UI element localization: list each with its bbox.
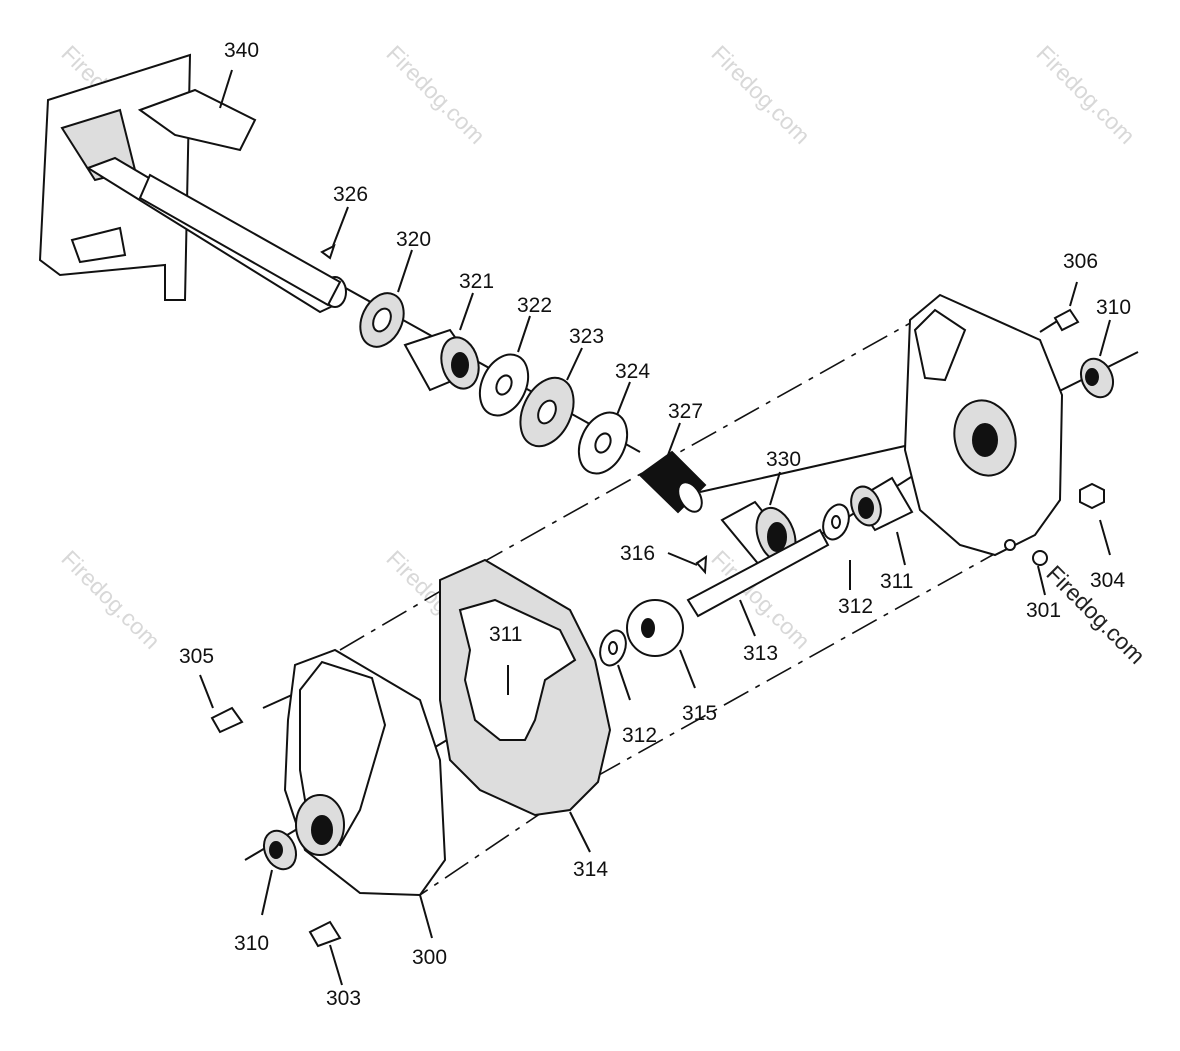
callout-316: 316 <box>620 542 655 565</box>
part-321-bushing <box>403 328 480 392</box>
part-327-worm <box>638 450 707 514</box>
part-320-washer <box>359 292 405 348</box>
callout-315: 315 <box>682 702 717 725</box>
watermark: Firedog.com <box>1031 40 1140 149</box>
callout-327: 327 <box>668 400 703 423</box>
callout-305: 305 <box>179 645 214 668</box>
callout-340: 340 <box>224 39 259 62</box>
part-340-auger <box>38 53 347 314</box>
callout-311: 311 <box>880 570 913 593</box>
watermark: Firedog.com <box>381 40 490 149</box>
part-313-shaft <box>686 528 830 618</box>
callout-313: 313 <box>743 642 778 665</box>
part-304-nut <box>1079 482 1105 510</box>
watermark: Firedog.com <box>706 40 815 149</box>
part-326-pin <box>320 244 336 260</box>
callout-310: 310 <box>234 932 269 955</box>
part-310-flange-bushing <box>262 829 298 871</box>
part-310-flange-bushing <box>1079 357 1115 399</box>
part-315-gear <box>626 599 684 657</box>
callout-320: 320 <box>396 228 431 251</box>
callout-311: 311 <box>489 623 522 646</box>
part-312-washer <box>822 503 850 541</box>
part-300-gear-housing <box>283 648 447 897</box>
part-330-bushing <box>720 500 797 568</box>
callout-300: 300 <box>412 946 447 969</box>
callouts: 340 326 320 321 322 323 324 327 330 316 … <box>179 39 1131 1010</box>
right-gear-housing <box>903 293 1064 557</box>
callout-322: 322 <box>517 294 552 317</box>
part-306-bolt <box>1053 308 1080 332</box>
callout-312: 312 <box>622 724 657 747</box>
callout-303: 303 <box>326 987 361 1010</box>
callout-312: 312 <box>838 595 873 618</box>
callout-301: 301 <box>1026 599 1061 622</box>
callout-321: 321 <box>459 270 494 293</box>
callout-304: 304 <box>1090 569 1125 592</box>
callout-326: 326 <box>333 183 368 206</box>
part-322-washer <box>478 353 530 417</box>
part-305-bolt <box>210 706 244 734</box>
leader-lines <box>199 69 1111 986</box>
callout-310: 310 <box>1096 296 1131 319</box>
part-312-washer <box>599 629 627 667</box>
callout-314: 314 <box>573 858 608 881</box>
part-314-gasket <box>439 558 612 817</box>
callout-323: 323 <box>569 325 604 348</box>
watermark: Firedog.com <box>56 545 165 654</box>
part-303-bolt <box>308 920 342 948</box>
callout-324: 324 <box>615 360 650 383</box>
part-301-washer <box>1032 550 1048 566</box>
part-324-washer <box>577 411 629 475</box>
part-311-bushing <box>850 476 914 532</box>
callout-330: 330 <box>766 448 801 471</box>
part-316-key <box>695 555 708 575</box>
callout-306: 306 <box>1063 250 1098 273</box>
part-323-thrust-bearing <box>519 376 575 448</box>
